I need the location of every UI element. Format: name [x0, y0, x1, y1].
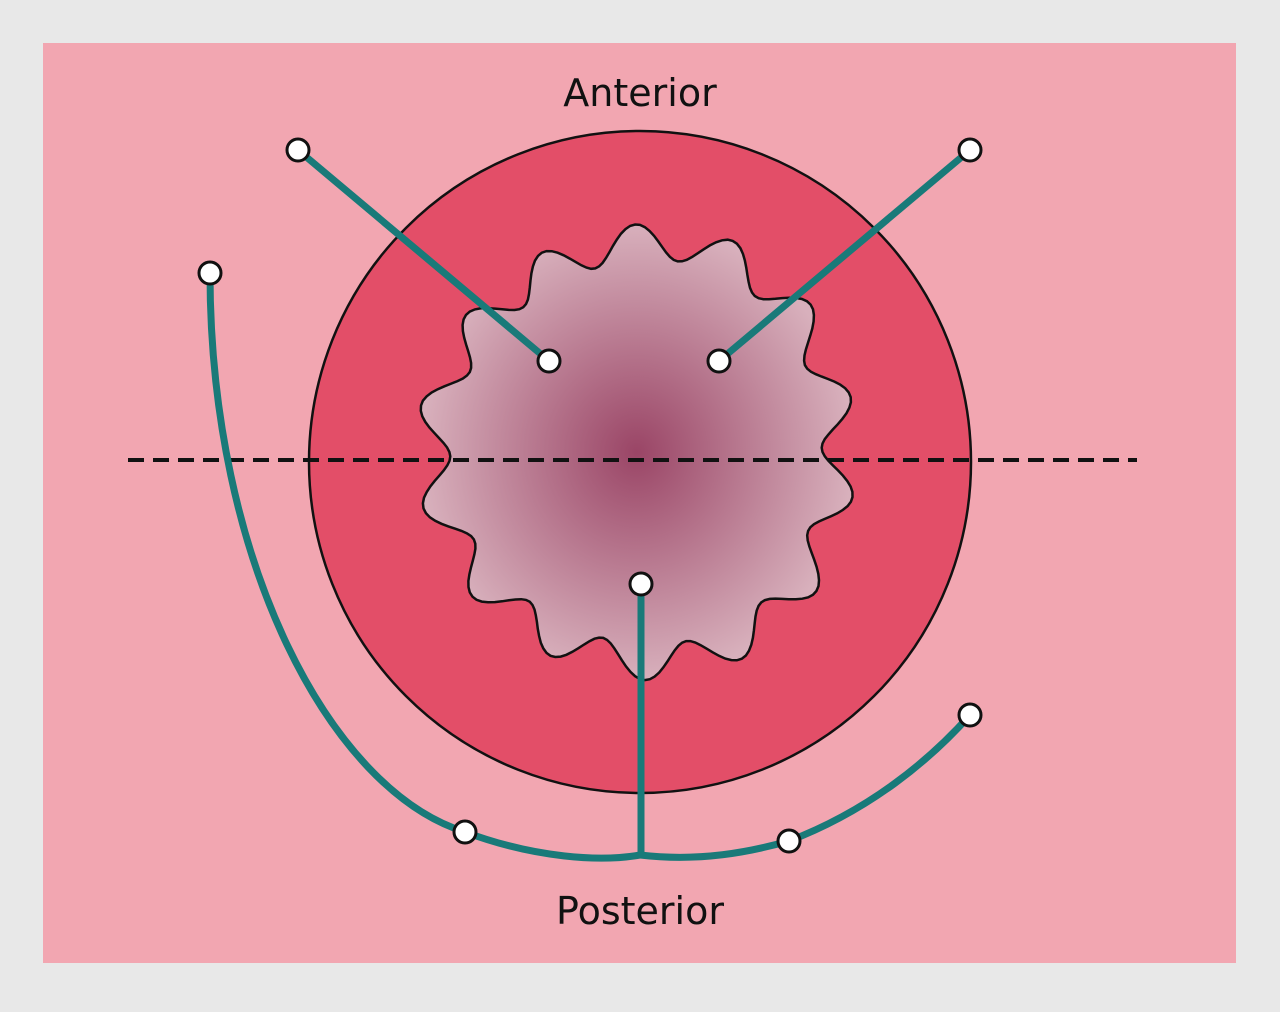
- circle-marker-icon: [776, 828, 802, 854]
- circle-marker-icon: [536, 348, 562, 374]
- circle-marker-icon: [197, 260, 223, 286]
- circle-marker-icon: [285, 137, 311, 163]
- label-anterior: Anterior: [563, 71, 717, 115]
- catheter-line-upper-right: [715, 146, 974, 365]
- circle-marker-icon: [628, 571, 654, 597]
- circle-marker-icon: [706, 348, 732, 374]
- circle-marker-icon: [957, 702, 983, 728]
- label-posterior: Posterior: [556, 889, 724, 933]
- catheter-line-left-loop: [206, 269, 644, 862]
- circle-marker-icon: [957, 137, 983, 163]
- catheter-line-upper-left: [294, 146, 553, 365]
- circle-marker-icon: [452, 819, 478, 845]
